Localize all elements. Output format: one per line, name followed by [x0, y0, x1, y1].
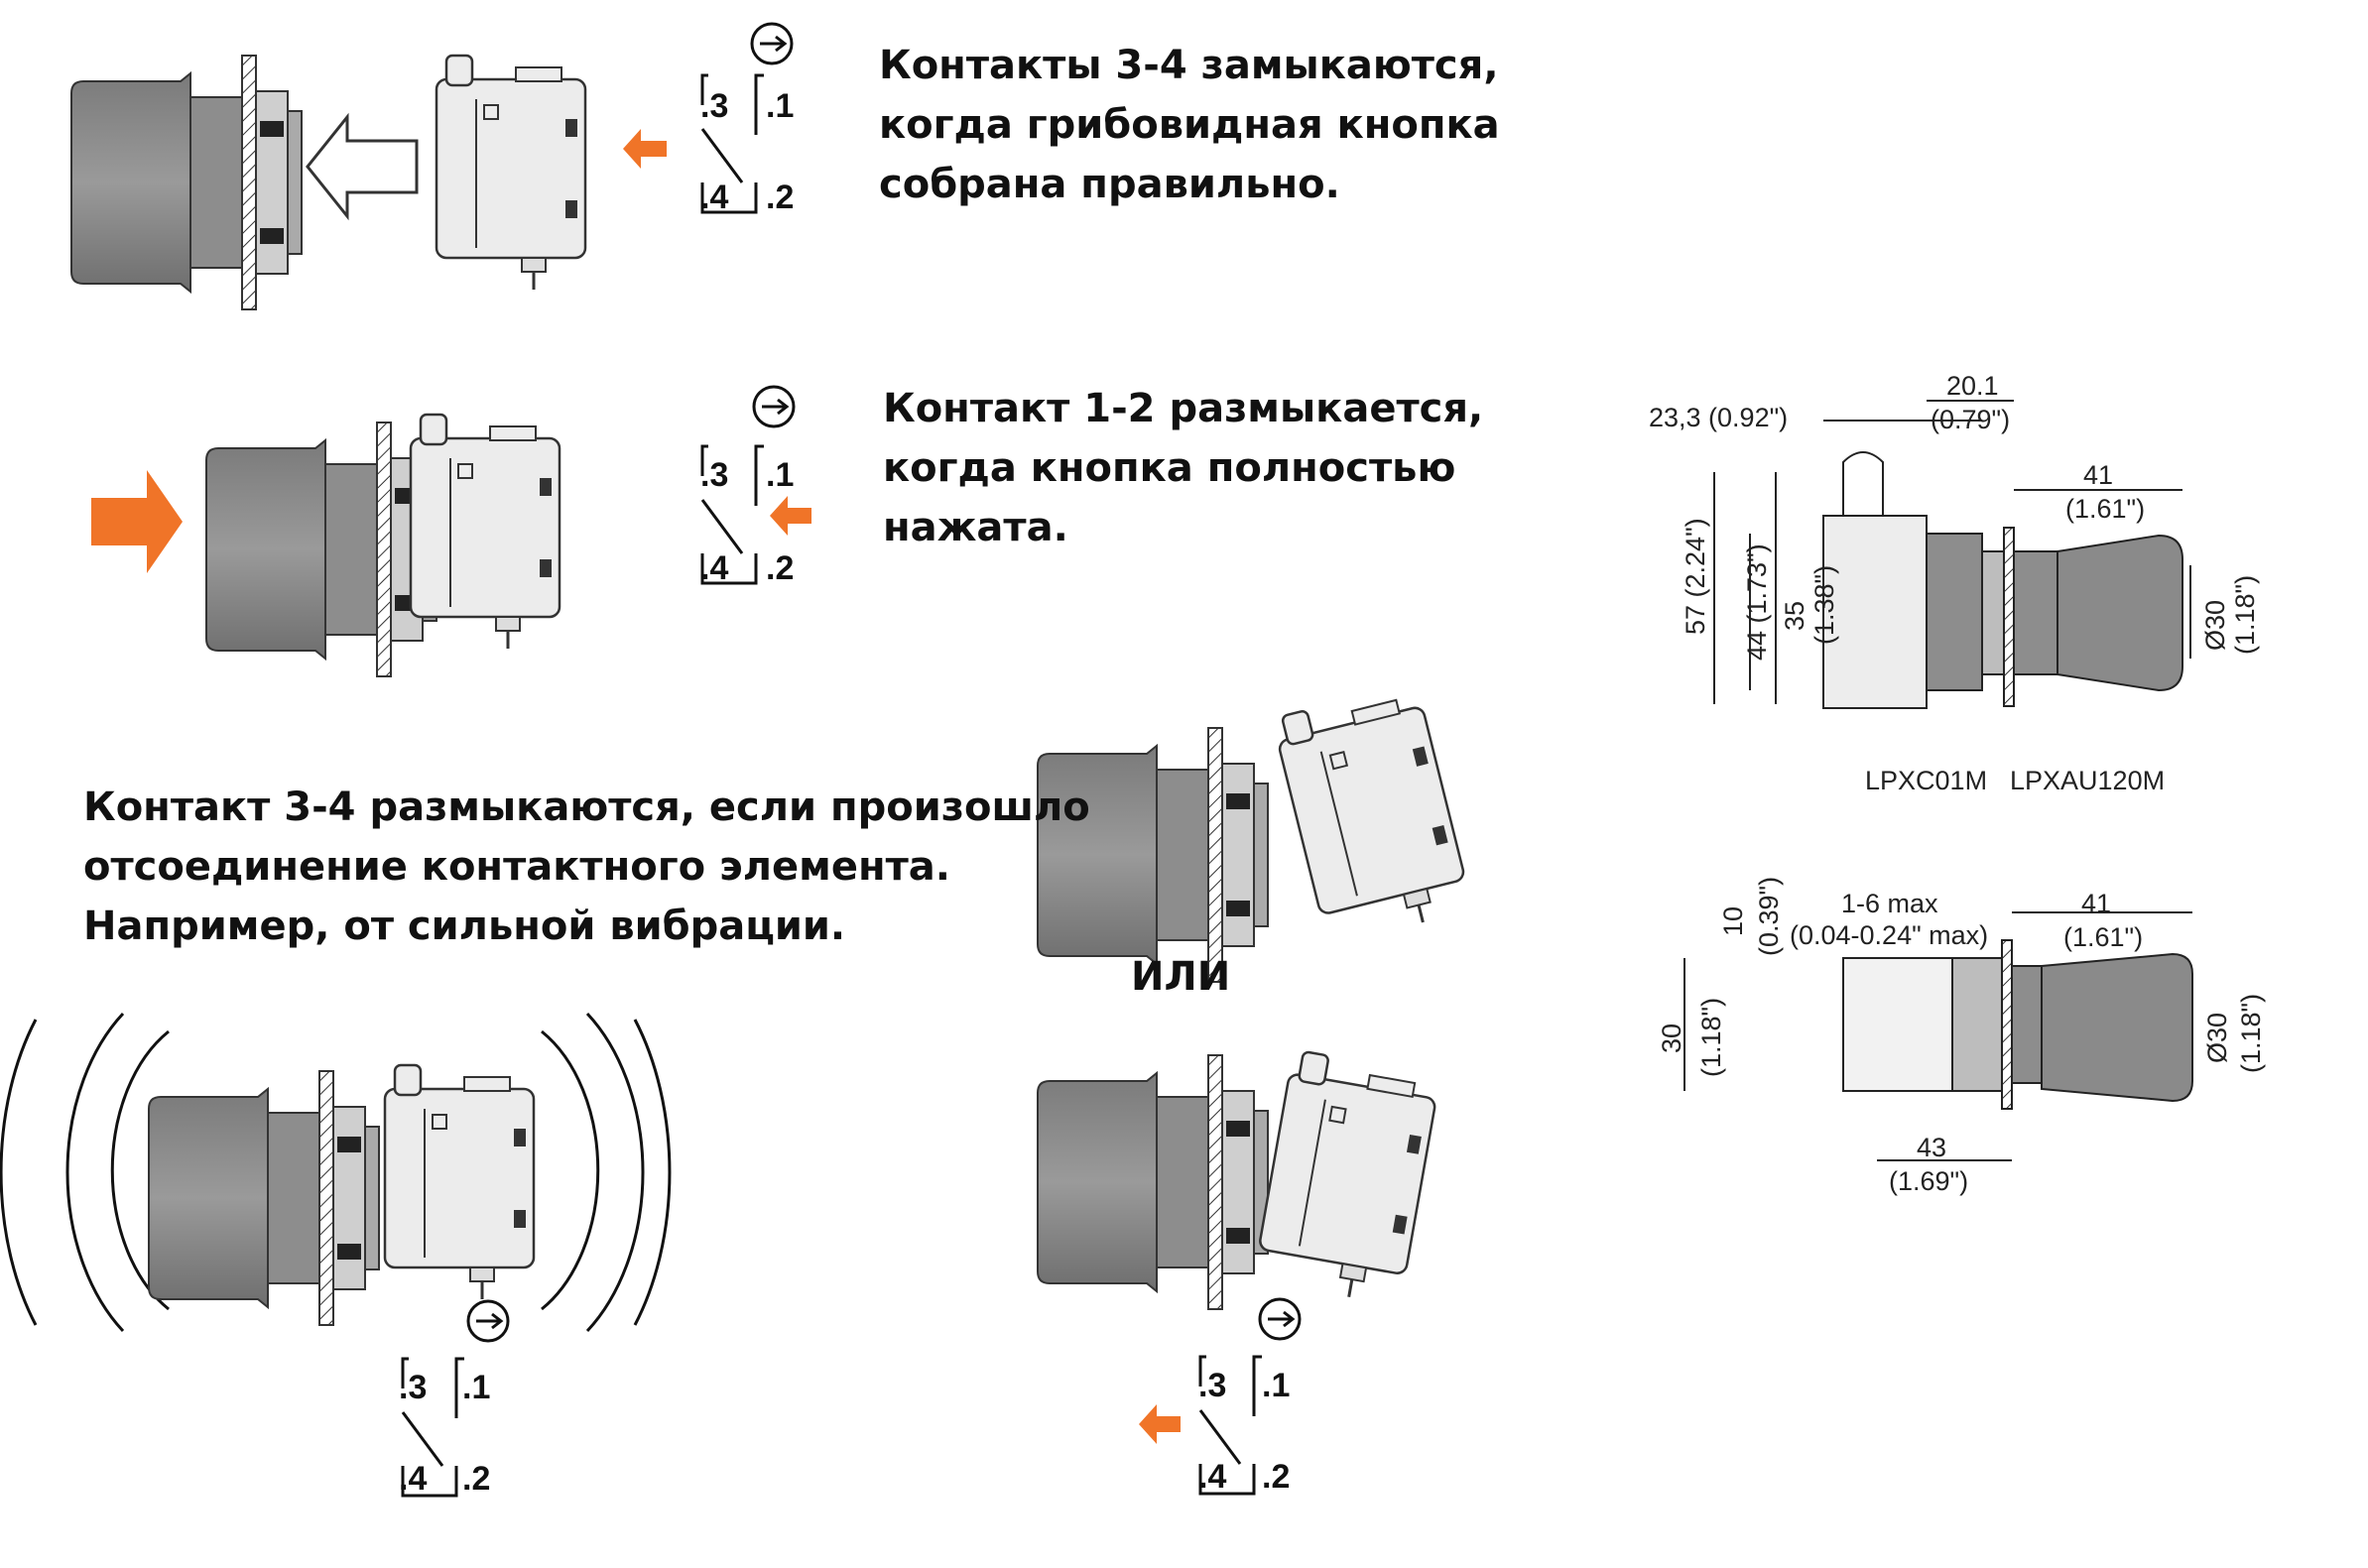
- dim-41-in-top: (1.61"): [2065, 494, 2145, 524]
- rotation-symbol-3: [466, 1299, 510, 1343]
- detached-block-top-drawing: [1037, 680, 1475, 983]
- dim-41-bottom: 41: [2081, 889, 2111, 918]
- terminal-1-row4: .1: [1262, 1367, 1290, 1404]
- assembly-correct-drawing: [70, 54, 587, 310]
- detached-block-bottom-drawing: [1037, 1047, 1442, 1310]
- dim-1-6-in: (0.04-0.24" max): [1790, 920, 1988, 950]
- terminal-1-row3: .1: [462, 1369, 490, 1406]
- dim-57: 57 (2.24"): [1681, 518, 1710, 635]
- terminal-4-row1: .4: [700, 179, 728, 216]
- part-contact-label: LPXC01M: [1865, 766, 1987, 795]
- dim-30-in-bottom: (1.18"): [2236, 994, 2266, 1073]
- dim-20-1-in: (0.79"): [1931, 405, 2010, 434]
- rotation-symbol-1: [750, 22, 794, 65]
- vibration-waves-right: [541, 1012, 672, 1333]
- terminal-4-row2: .4: [700, 549, 728, 587]
- rotation-symbol-2: [752, 385, 796, 428]
- terminal-3-row1: .3: [700, 87, 728, 125]
- dim-30-left: 30: [1657, 1024, 1686, 1053]
- press-arrow-icon: [91, 470, 183, 573]
- dim-44: 44 (1.73"): [1742, 543, 1772, 661]
- dim-30-in-top: (1.18"): [2230, 575, 2260, 655]
- caption-3-line-3: Например, от сильной вибрации.: [83, 904, 846, 949]
- terminal-4-row3: .4: [399, 1460, 427, 1498]
- insert-arrow-icon: [306, 112, 419, 221]
- dim-43-in: (1.69"): [1889, 1166, 1968, 1196]
- orange-arrow-left-row4: [1139, 1404, 1181, 1444]
- terminal-2-row3: .2: [462, 1460, 490, 1498]
- terminal-1-row2: .1: [766, 456, 794, 494]
- dim-43: 43: [1917, 1133, 1946, 1162]
- dim-10-in: (0.39"): [1754, 877, 1784, 956]
- part-actuator-label: LPXAU120M: [2010, 766, 2165, 795]
- dim-1-6: 1-6 max: [1841, 889, 1938, 918]
- dim-30-bottom: Ø30: [2202, 1013, 2232, 1063]
- dim-23-3: 23,3 (0.92"): [1649, 403, 1788, 432]
- tech-drawing-bottom: [1683, 911, 2193, 1161]
- caption-1-line-2: когда грибовидная кнопка: [879, 102, 1500, 148]
- dim-30-left-in: (1.18"): [1696, 998, 1726, 1077]
- orange-arrow-left-row1: [623, 129, 667, 169]
- dim-41-in-bottom: (1.61"): [2063, 922, 2143, 952]
- caption-1-line-1: Контакты 3-4 замыкаются,: [879, 43, 1499, 88]
- caption-2-line-1: Контакт 1-2 размыкается,: [883, 386, 1484, 431]
- caption-3-line-2: отсоединение контактного элемента.: [83, 844, 950, 890]
- caption-2-line-2: когда кнопка полностью: [883, 445, 1456, 491]
- dim-20-1: 20.1: [1946, 371, 1999, 401]
- caption-2-line-3: нажата.: [883, 505, 1068, 550]
- caption-3-line-1: Контакт 3-4 размыкаются, если произошло: [83, 784, 1090, 830]
- caption-block-1: Контакты 3-4 замыкаются, когда грибовидн…: [879, 36, 1500, 214]
- terminal-3-row2: .3: [700, 456, 728, 494]
- terminal-4-row4: .4: [1198, 1458, 1226, 1496]
- dim-30-top: Ø30: [2200, 600, 2230, 651]
- tech-drawing-top: [1713, 400, 2191, 709]
- dim-35: 35: [1780, 601, 1809, 631]
- terminal-2-row1: .2: [766, 179, 794, 216]
- terminal-1-row1: .1: [766, 87, 794, 125]
- vibration-button-drawing: [148, 1063, 536, 1326]
- orange-arrow-left-row2: [770, 496, 811, 536]
- terminal-2-row4: .2: [1262, 1458, 1290, 1496]
- terminal-3-row3: .3: [399, 1369, 427, 1406]
- caption-block-2: Контакт 1-2 размыкается, когда кнопка по…: [883, 379, 1483, 557]
- terminal-2-row2: .2: [766, 549, 794, 587]
- vibration-waves-left: [0, 1012, 170, 1333]
- dim-41-top: 41: [2083, 460, 2113, 490]
- rotation-symbol-4: [1258, 1297, 1302, 1341]
- pressed-button-drawing: [205, 413, 561, 677]
- caption-1-line-3: собрана правильно.: [879, 162, 1340, 207]
- dim-35-in: (1.38"): [1809, 565, 1839, 645]
- caption-block-3: Контакт 3-4 размыкаются, если произошло …: [83, 778, 1090, 956]
- dim-10: 10: [1718, 906, 1748, 936]
- terminal-3-row4: .3: [1198, 1367, 1226, 1404]
- or-label: ИЛИ: [1131, 954, 1231, 1000]
